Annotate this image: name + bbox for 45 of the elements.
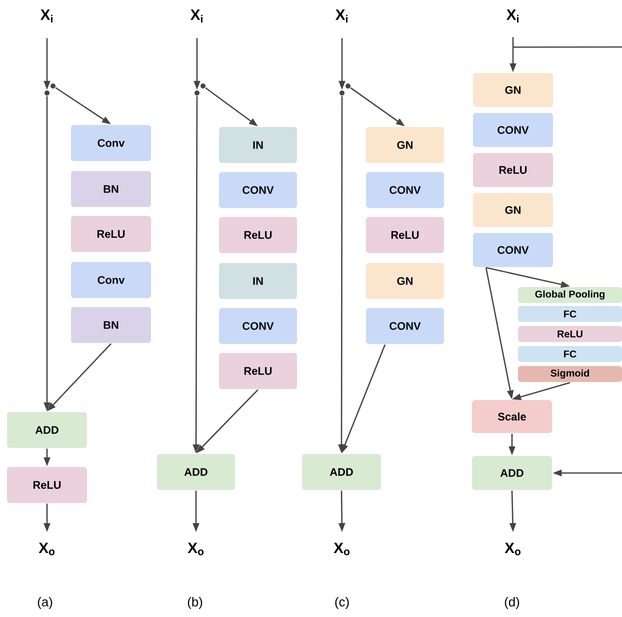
layer-box: CONV bbox=[219, 172, 297, 208]
layer-box: ReLU bbox=[366, 217, 444, 253]
layer-box: ADD bbox=[302, 454, 381, 490]
connector-line bbox=[513, 46, 622, 48]
layer-box: GN bbox=[366, 263, 444, 299]
layer-box: IN bbox=[219, 263, 297, 299]
input-label: X$_{i}$ bbox=[40, 10, 52, 22]
layer-box: ReLU bbox=[219, 353, 297, 389]
panel-label: (d) bbox=[504, 596, 520, 610]
output-label: X$_{o}$ bbox=[334, 542, 350, 556]
layer-box: Global Pooling bbox=[518, 287, 622, 303]
layer-box: CONV bbox=[219, 308, 297, 344]
layer-box: FC bbox=[518, 346, 622, 362]
panel-label: (b) bbox=[188, 596, 202, 610]
layer-box: ADD bbox=[157, 454, 235, 490]
output-label: X$_{o}$ bbox=[504, 542, 521, 556]
layer-box: BN bbox=[71, 307, 151, 343]
layer-box: Conv bbox=[71, 262, 151, 298]
layer-box: ReLU bbox=[7, 467, 87, 503]
layer-box: IN bbox=[219, 127, 297, 163]
layer-box: ReLU bbox=[518, 326, 622, 342]
input-label: X$_{i}$ bbox=[190, 10, 202, 22]
layer-box: GN bbox=[473, 193, 553, 227]
layer-box: ADD bbox=[7, 412, 87, 448]
layer-box: ReLU bbox=[71, 216, 151, 252]
layer-box: Conv bbox=[71, 125, 151, 161]
layer-box: CONV bbox=[473, 233, 553, 267]
panel-label: (c) bbox=[335, 596, 349, 610]
layer-box: BN bbox=[71, 171, 151, 207]
input-label: X$_{i}$ bbox=[335, 10, 348, 22]
layer-box: ReLU bbox=[473, 153, 553, 187]
layer-box: FC bbox=[518, 306, 622, 322]
panel-label: (a) bbox=[38, 596, 52, 610]
layer-box: ADD bbox=[472, 456, 552, 490]
layer-box: CONV bbox=[473, 113, 553, 147]
layer-box: CONV bbox=[366, 172, 444, 208]
input-label: X$_{i}$ bbox=[506, 10, 518, 22]
output-label: X$_{o}$ bbox=[38, 542, 55, 556]
layer-box: GN bbox=[473, 73, 553, 107]
layer-box: ReLU bbox=[219, 217, 297, 253]
output-label: X$_{o}$ bbox=[188, 542, 204, 556]
layer-box: Sigmoid bbox=[518, 366, 622, 382]
layer-box: GN bbox=[366, 127, 444, 163]
layer-box: CONV bbox=[366, 308, 444, 344]
layer-box: Scale bbox=[472, 400, 552, 433]
